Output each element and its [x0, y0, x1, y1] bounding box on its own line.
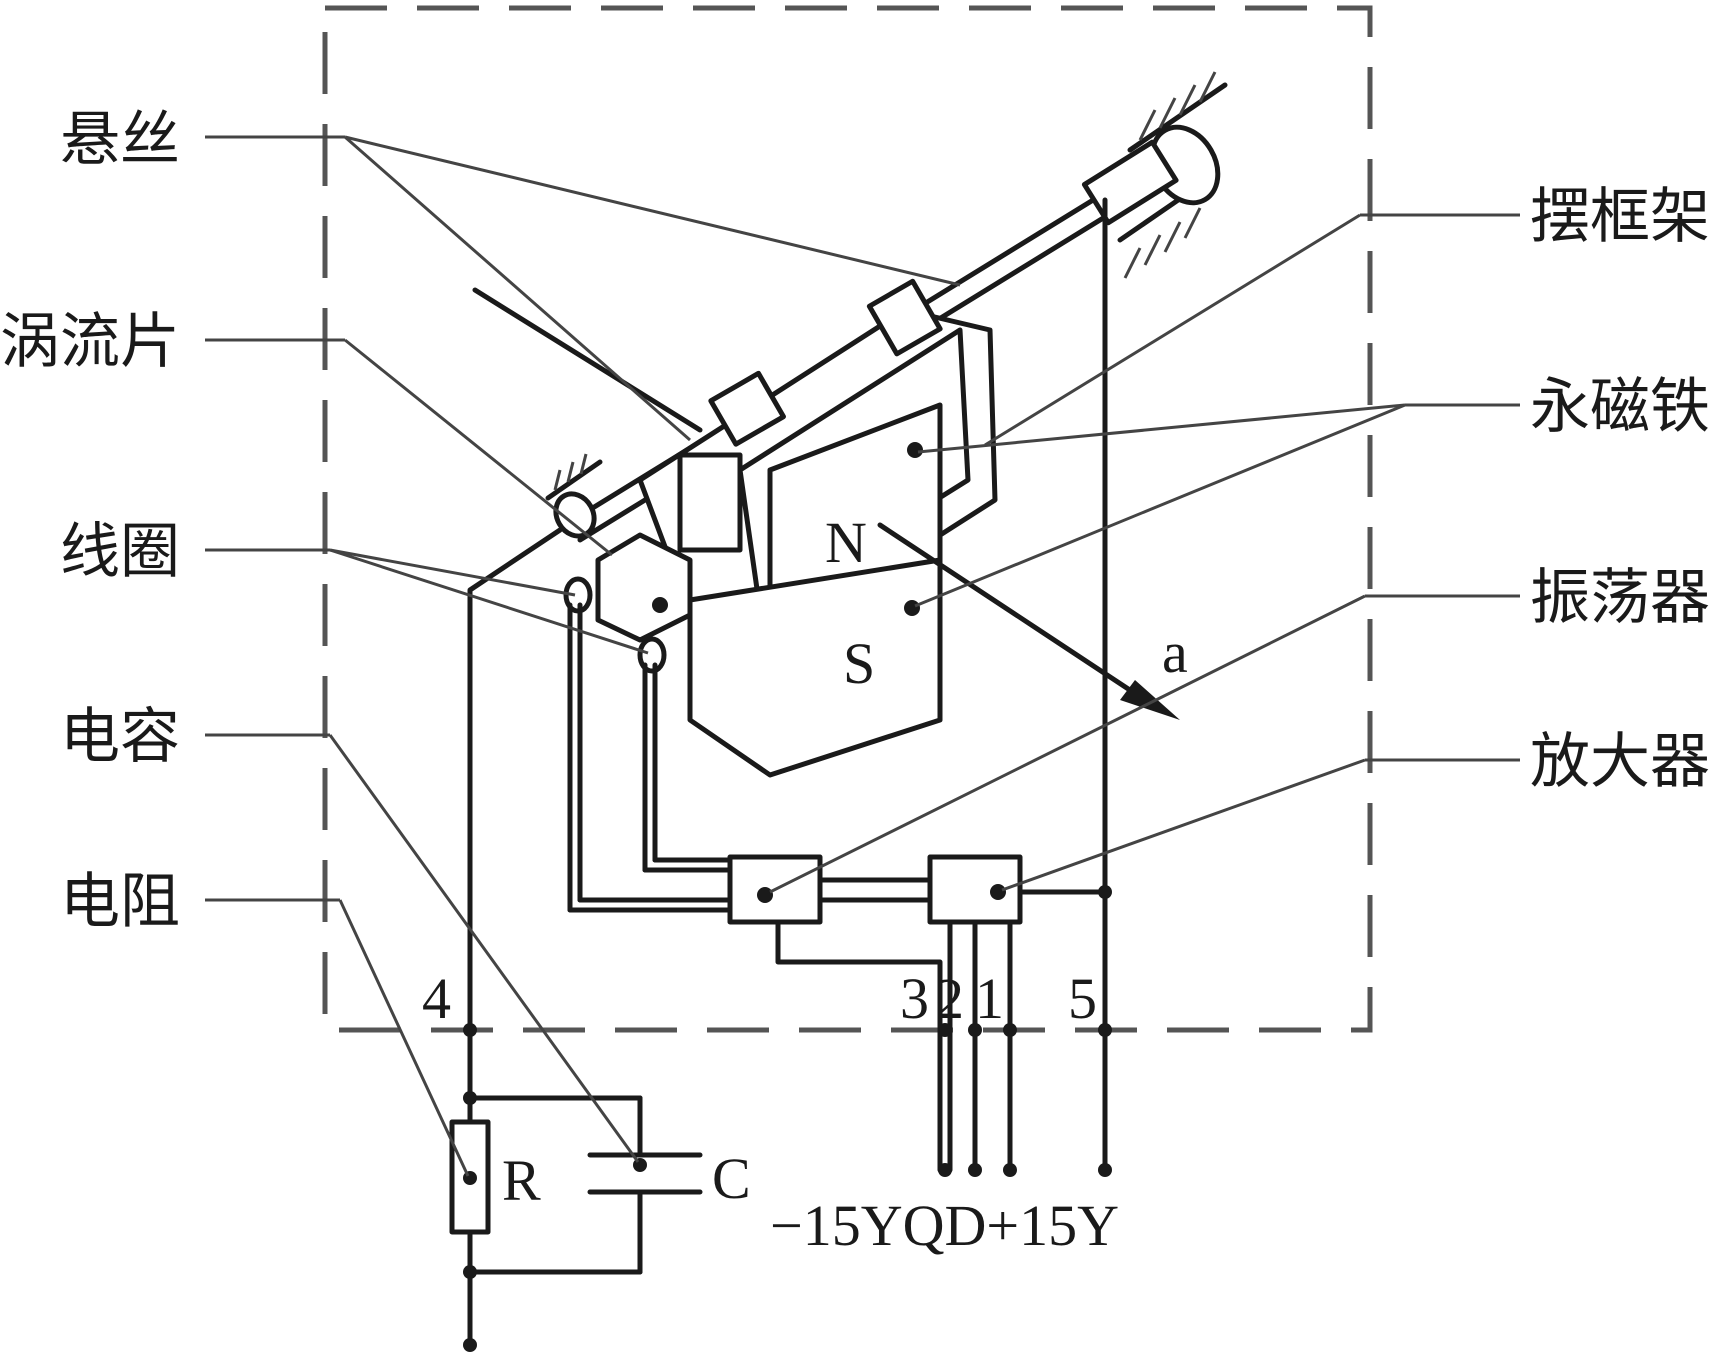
oscillator-box	[727, 854, 823, 925]
label-oscillator: 振荡器	[1530, 563, 1710, 633]
permanent-magnet-block	[687, 402, 943, 778]
rc-network	[449, 1095, 703, 1275]
label-suspension-wire: 悬丝	[60, 105, 180, 175]
supply-label: −15YQD+15Y	[770, 1193, 1119, 1258]
label-coil: 线圈	[60, 517, 180, 587]
symbol-capacitor: C	[712, 1146, 751, 1211]
terminal-3: 3	[900, 966, 929, 1031]
terminal-2: 2	[935, 966, 964, 1031]
eddy-coil-assembly	[563, 532, 733, 913]
label-eddy-plate: 涡流片	[0, 307, 180, 377]
ground-hatch-left	[545, 453, 603, 501]
terminal-1: 1	[975, 966, 1004, 1031]
terminal-4: 4	[422, 966, 451, 1031]
symbol-south: S	[843, 631, 875, 696]
leader-lines	[205, 135, 1520, 1177]
label-capacitor: 电容	[60, 702, 180, 772]
terminal-5: 5	[1068, 966, 1097, 1031]
label-swing-frame: 摆框架	[1530, 182, 1710, 252]
symbol-north: N	[825, 510, 867, 575]
symbol-resistor: R	[502, 1148, 541, 1213]
enclosure-dashed-box	[322, 5, 1373, 1033]
symbol-axis: a	[1162, 620, 1188, 685]
axis-arrow	[877, 522, 1180, 720]
label-amplifier: 放大器	[1530, 727, 1710, 797]
resistor	[449, 1119, 491, 1235]
label-permanent-magnet: 永磁铁	[1530, 372, 1710, 442]
label-resistor: 电阻	[60, 867, 180, 937]
